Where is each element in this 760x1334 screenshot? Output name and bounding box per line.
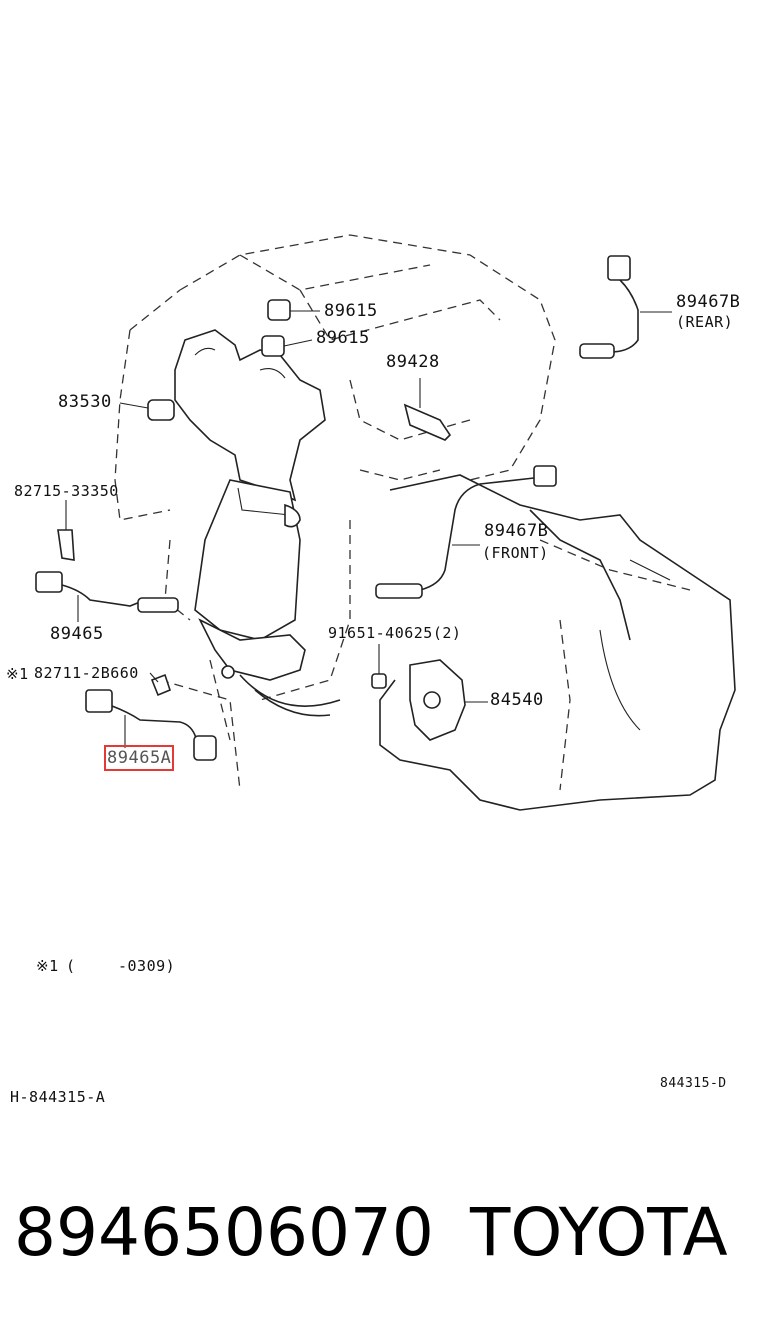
label-82711: 82711-2B660 (34, 664, 139, 682)
switch-84540 (409, 659, 488, 741)
label-82711-mark: ※1 (6, 665, 29, 683)
label-82715: 82715-33350 (14, 482, 119, 500)
o2-sensor-89465 (35, 571, 179, 622)
label-89615-upper: 89615 (324, 301, 378, 321)
label-rear: (REAR) (676, 313, 734, 331)
diagram-code-right: 844315-D (660, 1076, 727, 1091)
label-89467B-rear: 89467B (676, 292, 741, 312)
brand-name: TOYOTA (470, 1194, 728, 1271)
label-89467B-front: 89467B (484, 521, 549, 541)
label-89465: 89465 (50, 624, 104, 644)
clamp-82711 (149, 672, 171, 697)
label-91651: 91651-40625(2) (328, 624, 462, 642)
o2-sensor-89467B-front (375, 465, 557, 599)
o2-sensor-89467B-rear (579, 255, 672, 359)
label-83530: 83530 (58, 392, 112, 412)
transmission-outline (379, 474, 736, 811)
bracket-82715 (57, 500, 75, 561)
bolt-91651 (371, 644, 387, 689)
exhaust-manifold (174, 329, 341, 717)
note-mark: ※1 (36, 957, 59, 975)
temp-sensor (119, 399, 175, 421)
label-89465A-highlighted[interactable]: 89465A (103, 745, 175, 771)
label-84540: 84540 (490, 690, 544, 710)
o2-sensor-89465A (85, 689, 217, 761)
label-89428: 89428 (386, 352, 440, 372)
cam-sensor (403, 378, 452, 441)
note-open: ( (66, 957, 76, 975)
footer: 8946506070 TOYOTA (14, 1190, 749, 1280)
diagram-code-left: H-844315-A (10, 1088, 106, 1106)
note-range: -0309) (118, 957, 176, 975)
label-front: (FRONT) (482, 544, 549, 562)
label-89615-lower: 89615 (316, 328, 370, 348)
knock-sensors (261, 299, 320, 357)
part-number: 8946506070 (14, 1194, 434, 1271)
